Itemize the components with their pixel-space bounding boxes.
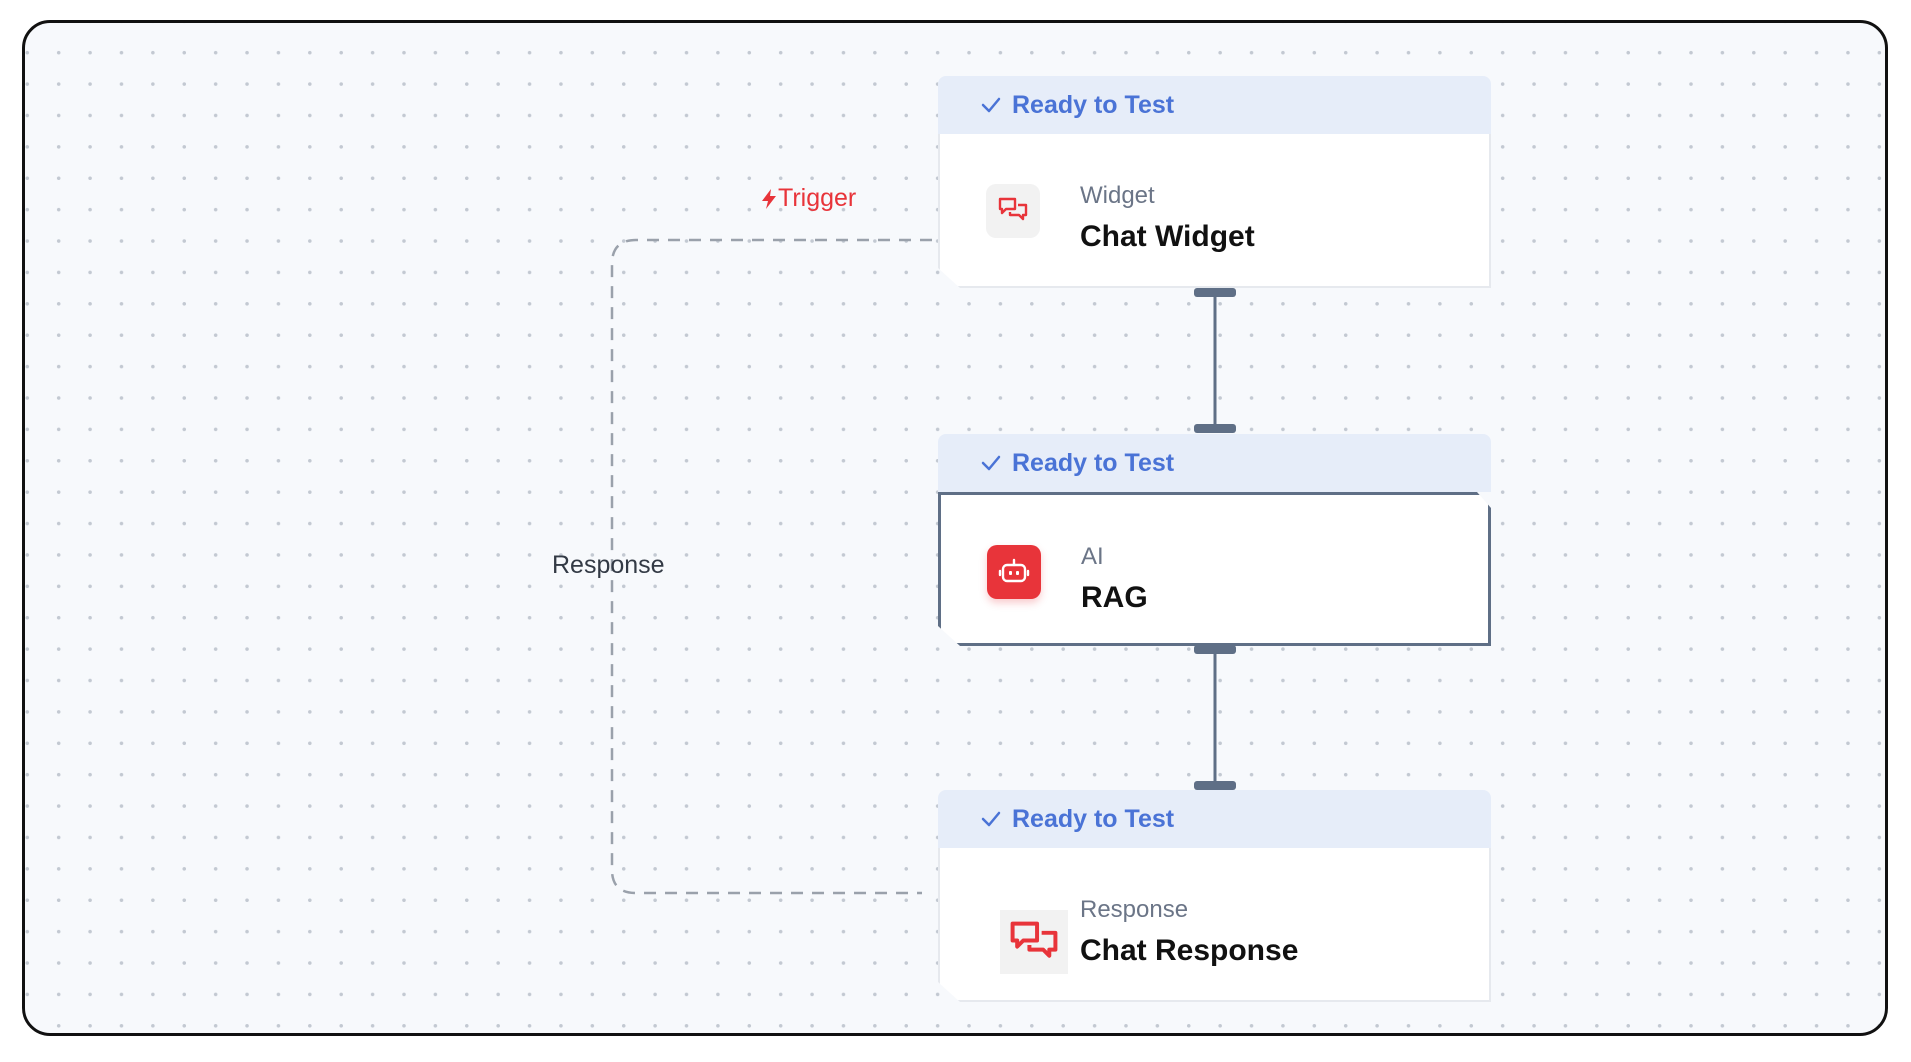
response-input-port[interactable]: [1194, 781, 1236, 790]
node-title: RAG: [1081, 581, 1148, 614]
trigger-edge-label: Trigger: [760, 184, 856, 213]
robot-icon: [987, 545, 1041, 599]
widget-output-port[interactable]: [1194, 288, 1236, 297]
chat-bubbles-icon: [986, 184, 1040, 238]
node-status-bar: Ready to Test: [938, 790, 1491, 848]
check-icon: [981, 455, 1001, 471]
rag-input-port[interactable]: [1194, 424, 1236, 433]
node-status-bar: Ready to Test: [938, 434, 1491, 492]
node-chat-response[interactable]: Ready to Test Response Chat Response: [938, 790, 1491, 1002]
node-title: Chat Widget: [1080, 220, 1255, 253]
response-edge-label: Response: [552, 551, 665, 579]
check-icon: [981, 811, 1001, 827]
bolt-icon: [762, 188, 776, 209]
rag-output-port[interactable]: [1194, 645, 1236, 654]
node-rag[interactable]: Ready to Test AI RAG: [938, 434, 1491, 646]
node-status-text: Ready to Test: [1012, 448, 1175, 477]
node-status-bar: Ready to Test: [938, 76, 1491, 134]
node-type-label: AI: [1081, 543, 1104, 570]
node-card[interactable]: Widget Chat Widget: [938, 134, 1491, 288]
node-status-text: Ready to Test: [1012, 804, 1175, 833]
node-type-label: Widget: [1080, 182, 1155, 209]
check-icon: [981, 97, 1001, 113]
node-type-label: Response: [1080, 896, 1189, 923]
node-chat-widget[interactable]: Ready to Test Widget Chat Widget: [938, 76, 1491, 288]
node-title: Chat Response: [1080, 934, 1299, 967]
node-status-text: Ready to Test: [1012, 90, 1175, 119]
node-card-selected[interactable]: AI RAG: [938, 492, 1491, 646]
chat-bubbles-icon: [1000, 910, 1068, 974]
node-card[interactable]: Response Chat Response: [938, 848, 1491, 1002]
trigger-label-text: Trigger: [778, 184, 857, 212]
